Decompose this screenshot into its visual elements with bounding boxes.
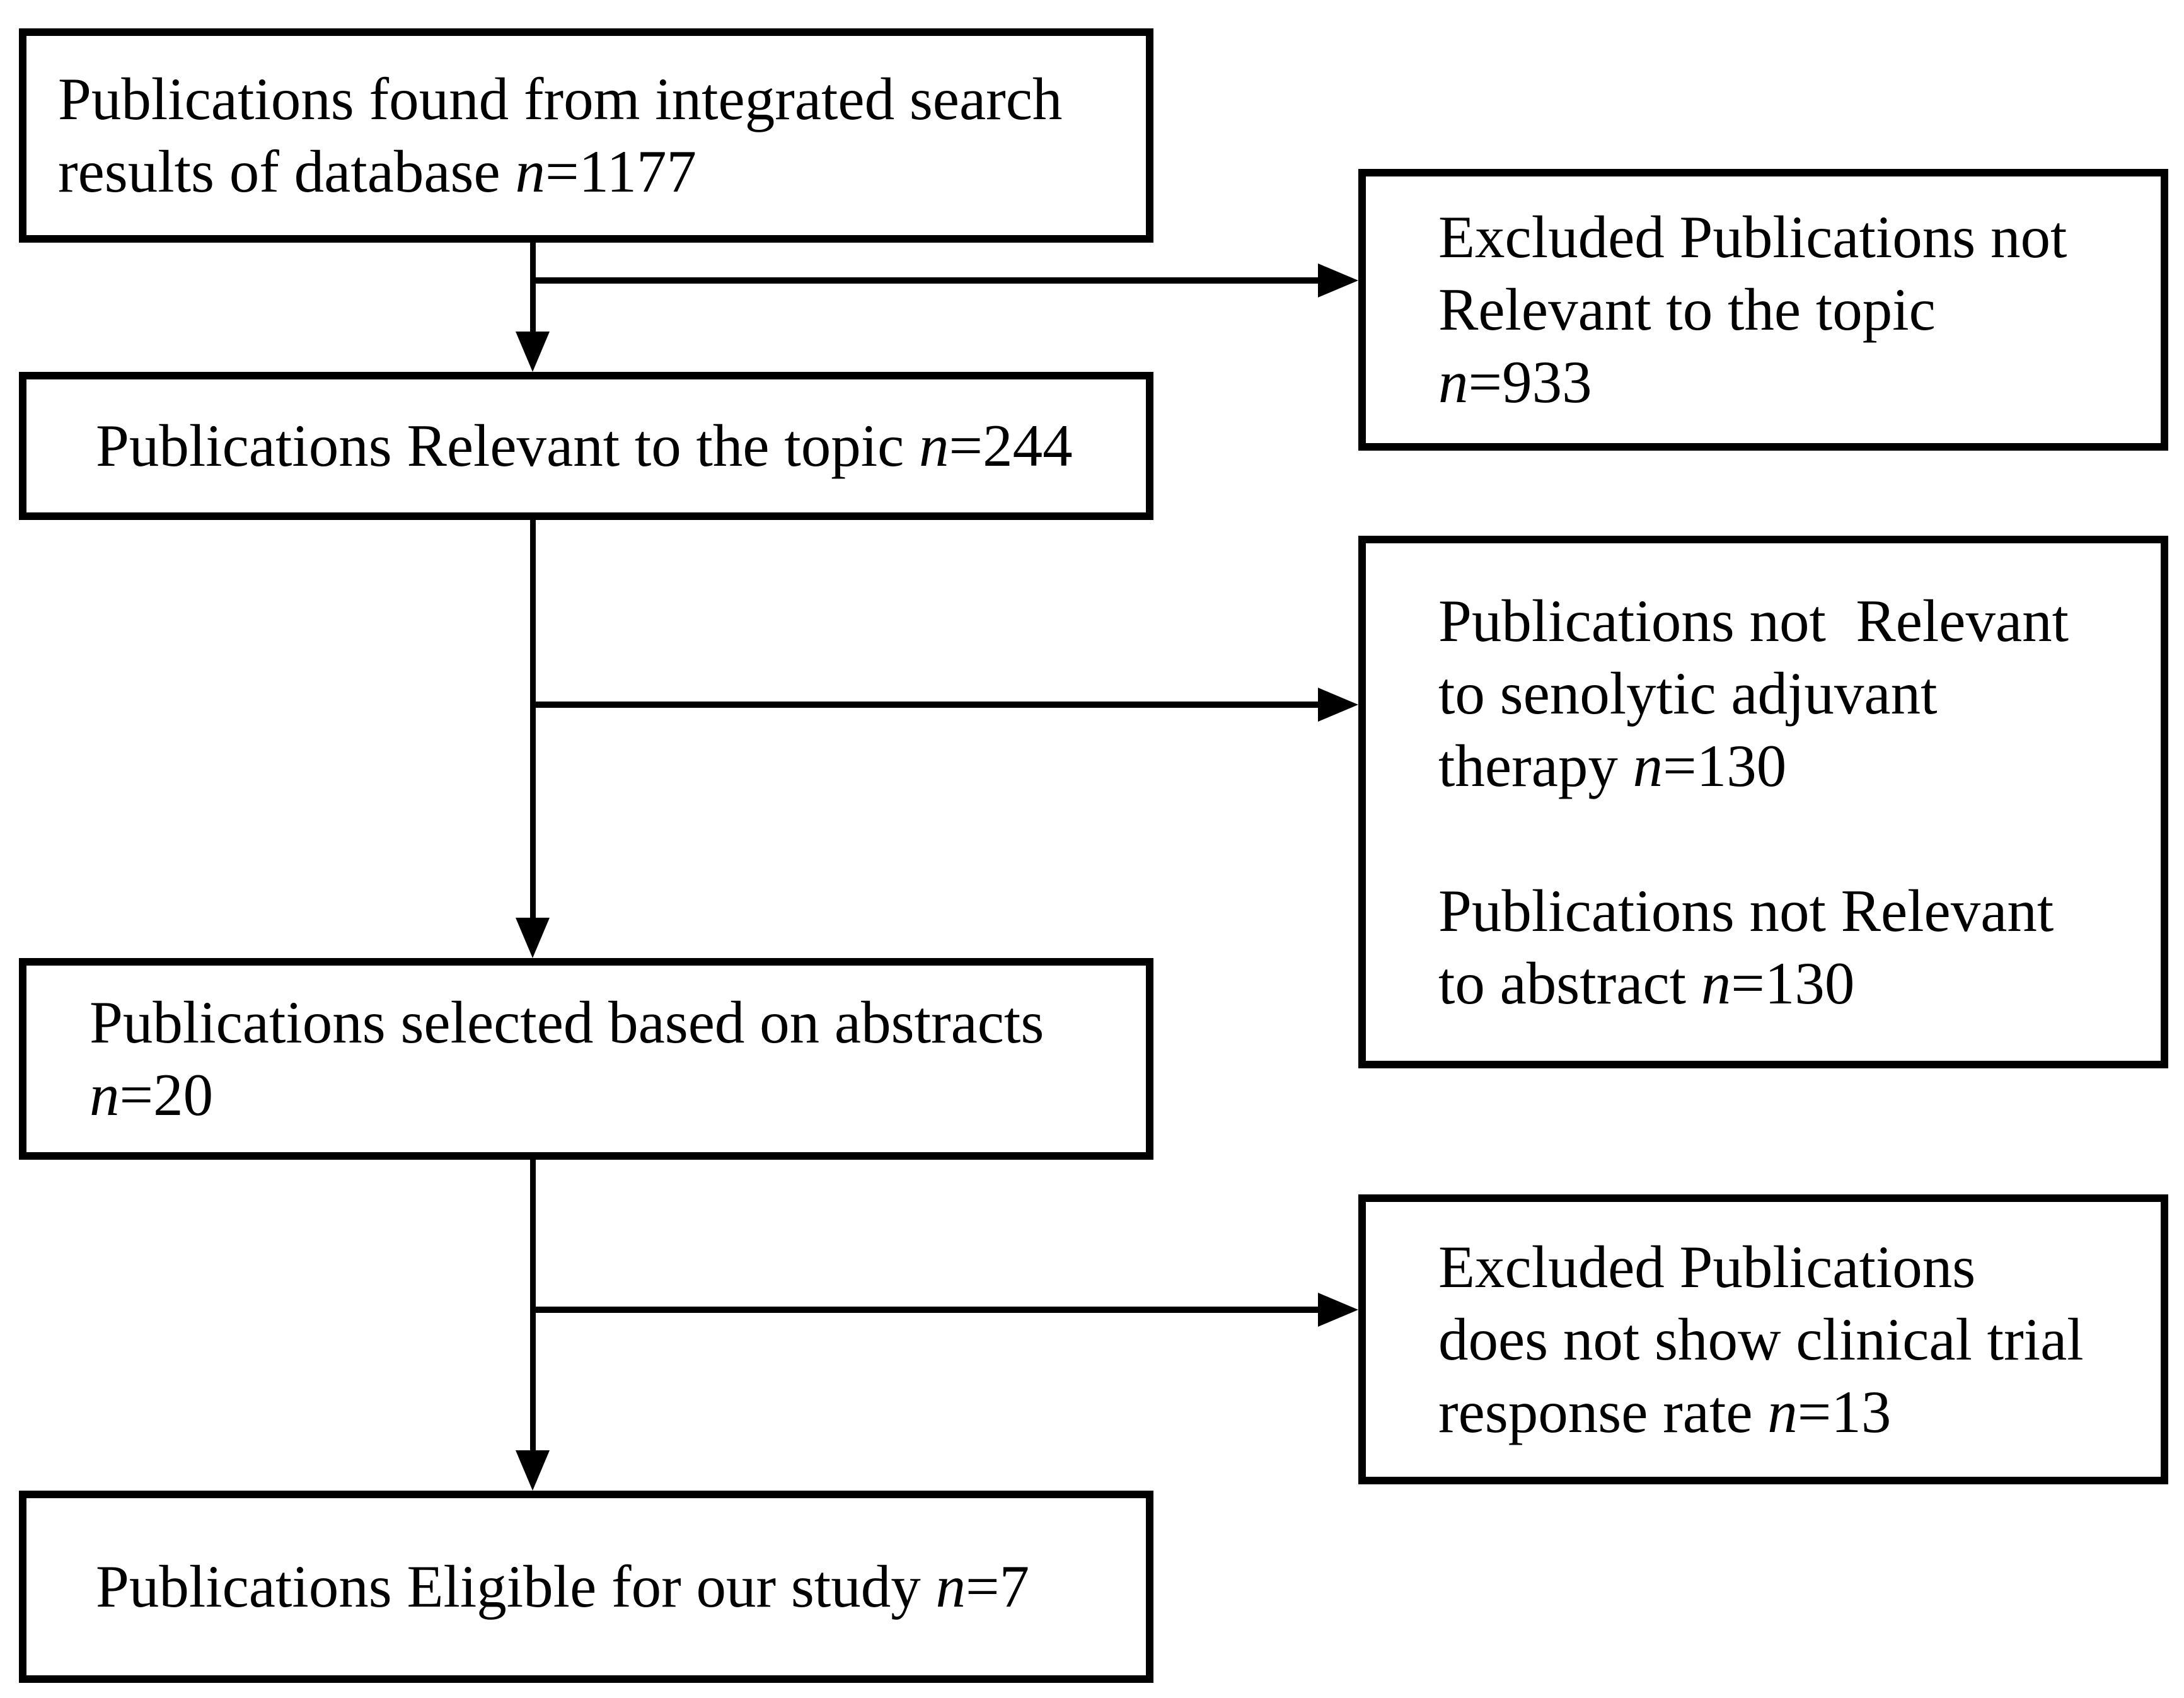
box-publications-selected-abstracts: Publications selected based on abstracts… bbox=[19, 958, 1153, 1160]
n-symbol: n bbox=[935, 1553, 966, 1620]
down-arrowhead-1 bbox=[516, 332, 550, 372]
text-run: Publications not Relevant bbox=[1438, 877, 2054, 944]
box-publications-relevant: Publications Relevant to the topic n=244 bbox=[19, 372, 1153, 520]
connector-line-horizontal-3 bbox=[533, 1307, 1318, 1313]
count-value: =1177 bbox=[545, 138, 697, 205]
box-text-line: n=20 bbox=[90, 1059, 1127, 1131]
text-run: response rate bbox=[1438, 1378, 1768, 1445]
box-text-line: Excluded Publications bbox=[1438, 1231, 2142, 1303]
right-arrowhead-3 bbox=[1318, 1293, 1358, 1327]
n-symbol: n bbox=[1438, 349, 1469, 415]
n-symbol: n bbox=[90, 1061, 120, 1128]
box-not-relevant-senolytic-abstract: Publications not Relevant to senolytic a… bbox=[1358, 536, 2168, 1068]
box-text-line: Publications not Relevant bbox=[1438, 585, 2142, 657]
count-value: =20 bbox=[119, 1061, 214, 1128]
down-arrowhead-3 bbox=[516, 1450, 550, 1491]
text-run: to abstract bbox=[1438, 949, 1701, 1017]
box-text-line: n=933 bbox=[1438, 346, 2142, 419]
text-run: Publications Eligible for our study bbox=[96, 1553, 936, 1620]
count-value: =244 bbox=[949, 412, 1073, 479]
text-run: Relevant to the topic bbox=[1438, 276, 1936, 343]
n-symbol: n bbox=[919, 412, 949, 479]
n-symbol: n bbox=[1701, 949, 1731, 1017]
box-text-line: Excluded Publications not bbox=[1438, 201, 2142, 274]
box-text-line: Publications Eligible for our study n=7 bbox=[96, 1551, 1127, 1623]
n-symbol: n bbox=[1767, 1378, 1798, 1445]
box-text-line: to senolytic adjuvant bbox=[1438, 657, 2142, 730]
connector-line-horizontal-2 bbox=[533, 702, 1318, 708]
box-text-line: Publications Relevant to the topic n=244 bbox=[96, 410, 1127, 482]
right-arrowhead-2 bbox=[1318, 688, 1358, 722]
text-run: results of database bbox=[58, 138, 516, 205]
box-text-line: Publications found from integrated searc… bbox=[58, 63, 1127, 136]
n-symbol: n bbox=[1632, 732, 1663, 799]
box-text-line: response rate n=13 bbox=[1438, 1376, 2142, 1448]
box-excluded-not-relevant-topic: Excluded Publications not Relevant to th… bbox=[1358, 169, 2168, 451]
box-excluded-no-response-rate: Excluded Publications does not show clin… bbox=[1358, 1194, 2168, 1484]
box-text-line: results of database n=1177 bbox=[58, 136, 1127, 208]
count-value: =933 bbox=[1468, 349, 1592, 415]
count-value: =130 bbox=[1731, 949, 1855, 1017]
box-text-line: to abstract n=130 bbox=[1438, 947, 2142, 1020]
text-run: does not show clinical trial bbox=[1438, 1305, 2084, 1373]
count-value: =13 bbox=[1797, 1378, 1892, 1445]
box-text-line: Publications selected based on abstracts bbox=[90, 986, 1127, 1059]
text-run: Excluded Publications bbox=[1438, 1233, 1976, 1300]
text-run: Excluded Publications not bbox=[1438, 204, 2067, 270]
text-run: to senolytic adjuvant bbox=[1438, 659, 1938, 727]
box-publications-eligible: Publications Eligible for our study n=7 bbox=[19, 1491, 1153, 1683]
box-text-line: therapy n=130 bbox=[1438, 730, 2142, 802]
down-arrowhead-2 bbox=[516, 918, 550, 958]
box-text-line: Publications not Relevant bbox=[1438, 875, 2142, 947]
text-run: Publications Relevant to the topic bbox=[96, 412, 920, 479]
connector-line-vertical-3 bbox=[530, 1160, 536, 1453]
text-run: Publications found from integrated searc… bbox=[58, 66, 1063, 132]
right-arrowhead-1 bbox=[1318, 263, 1358, 297]
box-text-line: does not show clinical trial bbox=[1438, 1303, 2142, 1376]
text-run: Publications selected based on abstracts bbox=[90, 989, 1044, 1056]
n-symbol: n bbox=[515, 138, 545, 205]
connector-line-horizontal-1 bbox=[533, 277, 1318, 284]
count-value: =130 bbox=[1663, 732, 1787, 799]
text-run: therapy bbox=[1438, 732, 1633, 799]
paragraph-gap bbox=[1438, 802, 2142, 875]
text-run: Publications not Relevant bbox=[1438, 587, 2069, 654]
count-value: =7 bbox=[966, 1553, 1030, 1620]
box-text-line: Relevant to the topic bbox=[1438, 274, 2142, 346]
connector-line-vertical-1 bbox=[530, 243, 536, 334]
box-publications-found: Publications found from integrated searc… bbox=[19, 28, 1153, 243]
connector-line-vertical-2 bbox=[530, 520, 536, 920]
